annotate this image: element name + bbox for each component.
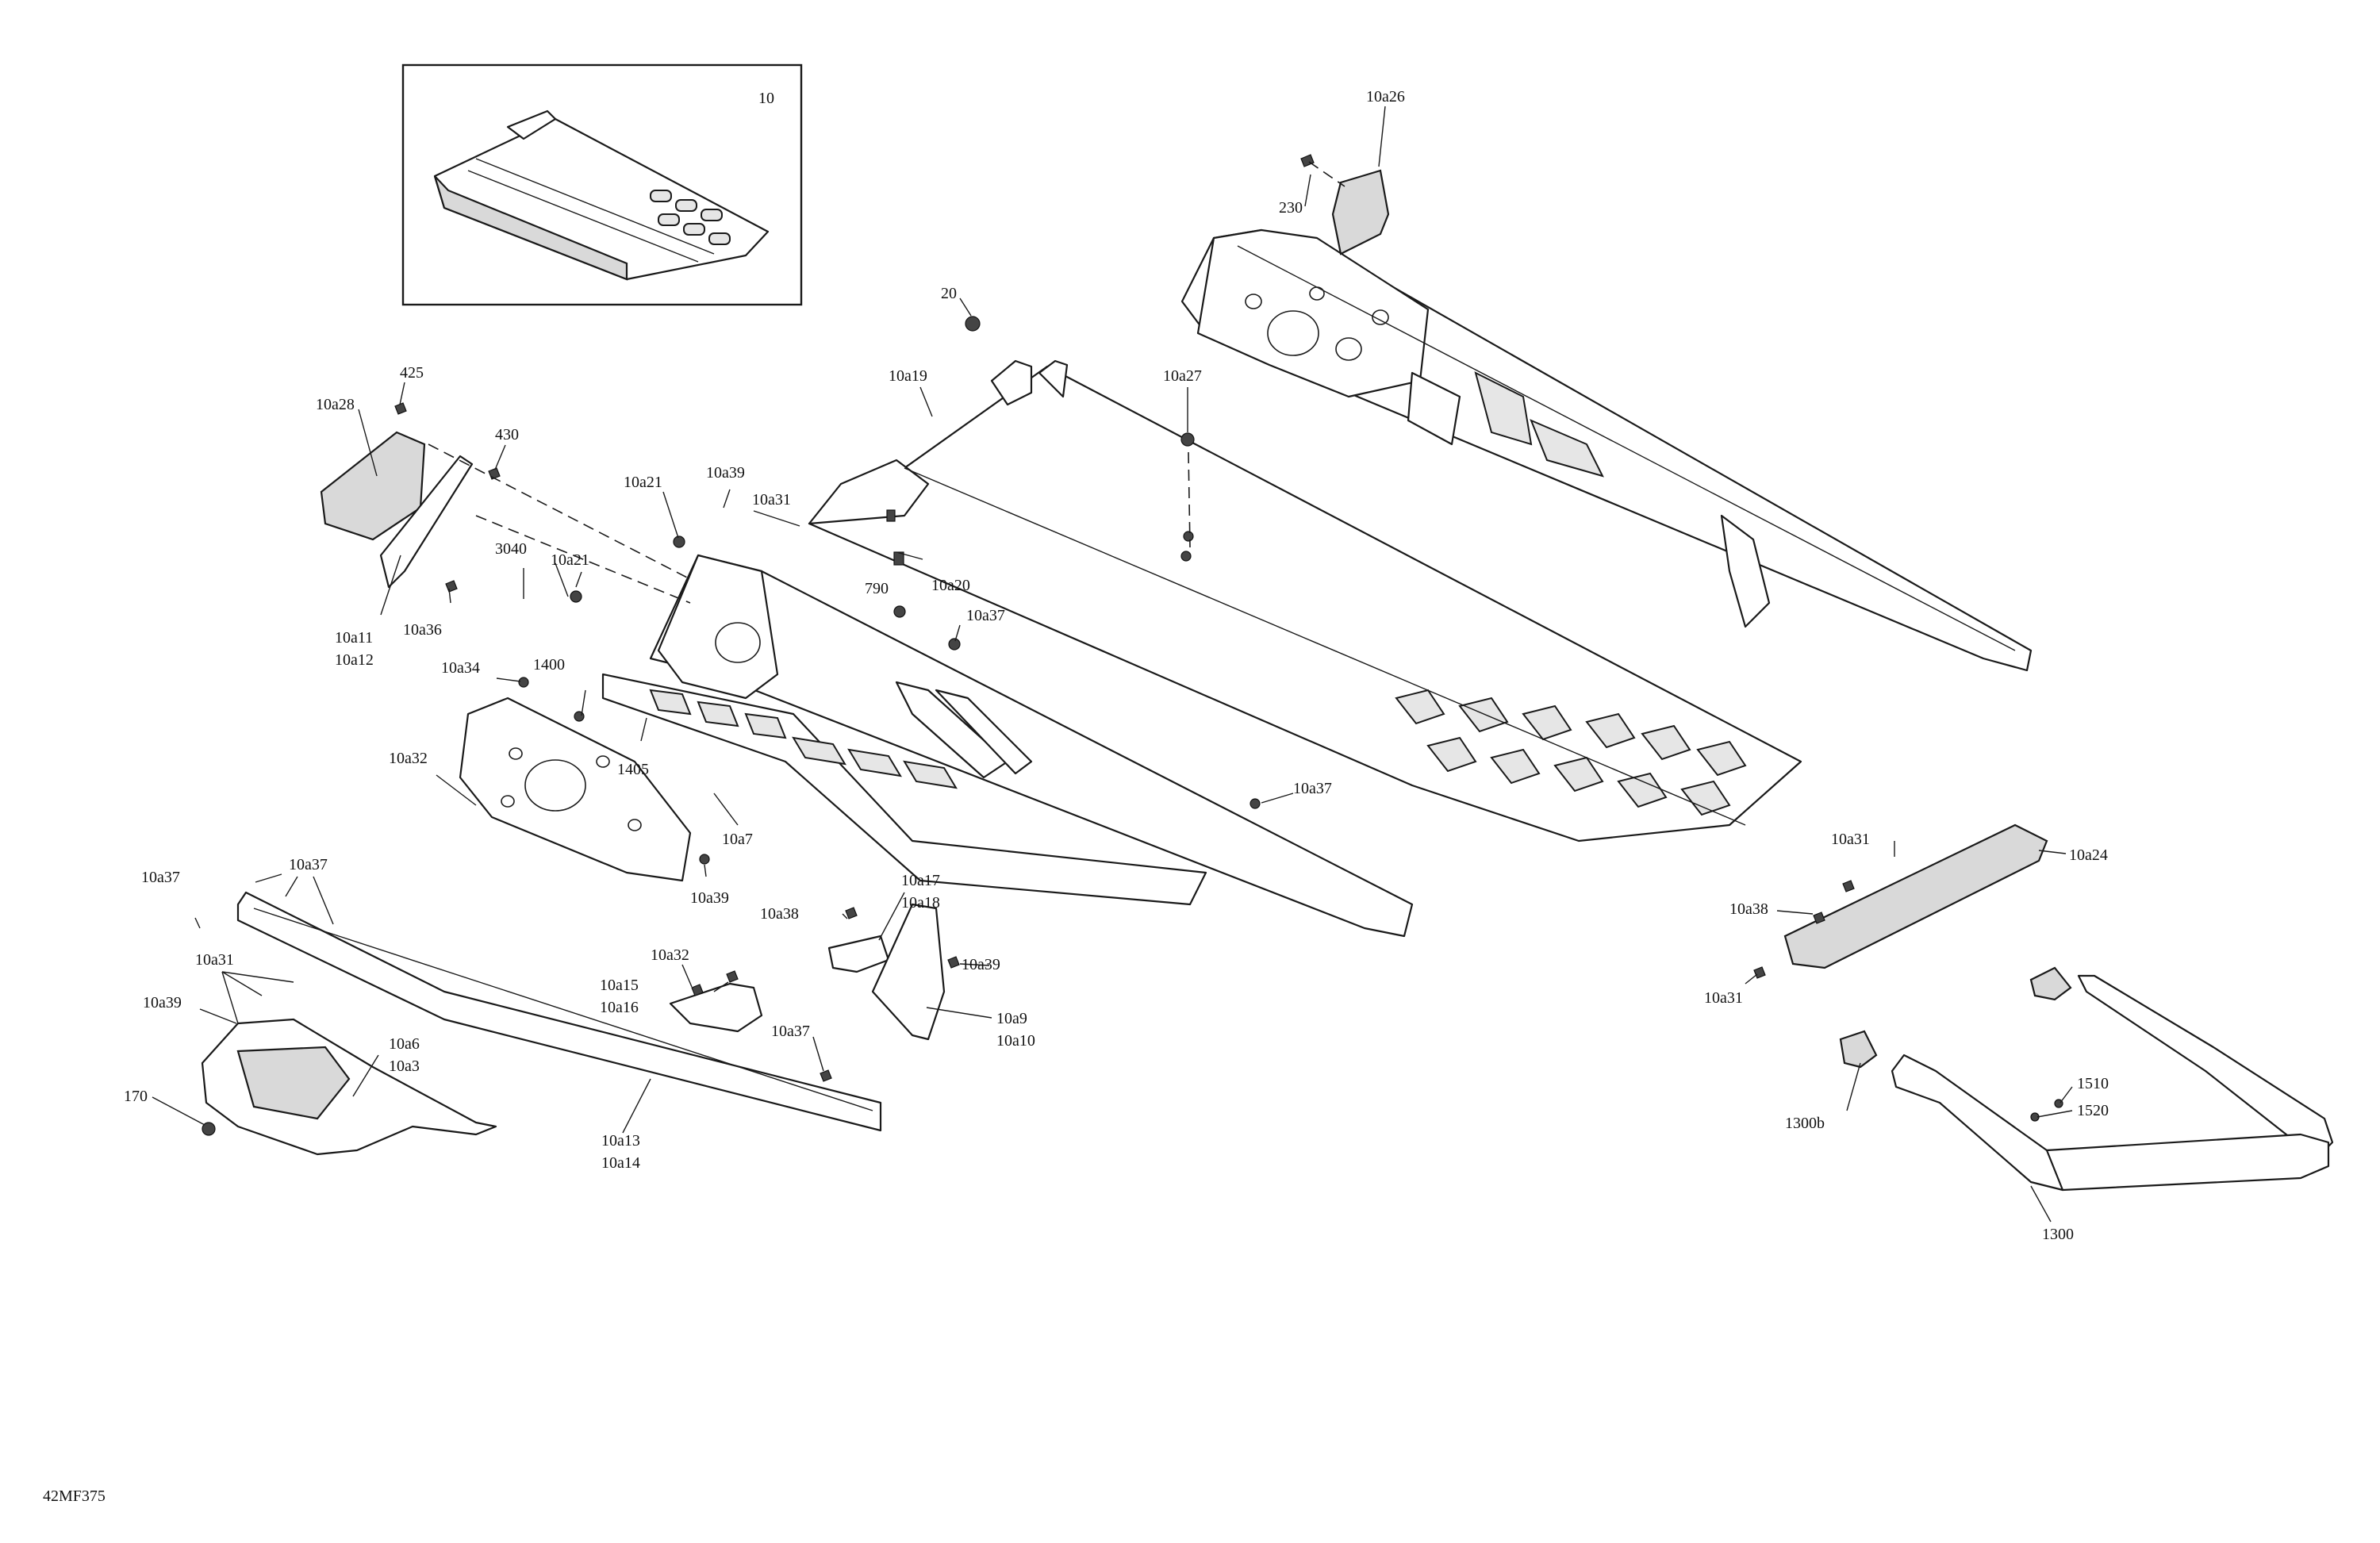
callout-label: 10a31 [752, 491, 791, 509]
callout-label: 10a6 [389, 1035, 420, 1053]
callout-label: 10a27 [1163, 367, 1202, 385]
document-code: 42MF375 [43, 1487, 106, 1505]
front-skid-strip [236, 891, 882, 1132]
callout-label: 10a20 [931, 577, 970, 594]
callout-label: 10a10 [996, 1032, 1035, 1050]
left-upper-brackets [320, 402, 691, 604]
callout-label: 10a37 [1293, 780, 1332, 797]
callout-label: 10a39 [690, 889, 729, 907]
center-small-brackets [669, 903, 960, 1082]
callout-label: 1300b [1785, 1115, 1825, 1132]
callout-label: 10a39 [706, 464, 745, 482]
callout-label: 10a38 [760, 905, 799, 923]
hardware-fasteners [518, 316, 1261, 865]
callout-label: 430 [495, 426, 519, 443]
callout-label: 10a7 [722, 831, 753, 848]
callout-label: 10a19 [889, 367, 927, 385]
callout-label: 10a11 [335, 629, 373, 647]
bracket-10a26 [1300, 154, 1390, 255]
callout-label: 10a14 [601, 1154, 640, 1172]
inset-label: 10 [758, 90, 774, 107]
callout-label: 10a26 [1366, 88, 1405, 106]
callout-label: 1405 [617, 761, 649, 778]
callout-labels: 10 10a26 230 20 10a19 10a27 425 10a28 43… [43, 88, 2109, 1505]
callout-label: 10a17 [901, 872, 940, 889]
callout-label: 425 [400, 364, 424, 382]
callout-label: 1510 [2077, 1075, 2109, 1092]
callout-label: 10a28 [316, 396, 355, 413]
callout-label: 10a21 [624, 474, 662, 491]
callout-label: 10a39 [962, 956, 1000, 973]
callout-label: 1400 [533, 656, 565, 674]
callout-label: 10a9 [996, 1010, 1027, 1027]
callout-label: 10a32 [389, 750, 428, 767]
callout-label: 10a37 [141, 869, 180, 886]
callout-label: 10a36 [403, 621, 442, 639]
callout-label: 10a39 [143, 994, 182, 1011]
callout-label: 10a3 [389, 1057, 420, 1075]
callout-label: 10a32 [651, 946, 689, 964]
callout-label: 790 [865, 580, 889, 597]
callout-label: 10a12 [335, 651, 374, 669]
callout-label: 230 [1279, 199, 1303, 217]
callout-label: 10a31 [1831, 831, 1870, 848]
tunnel-top-plate [808, 359, 1802, 843]
callout-label: 1520 [2077, 1102, 2109, 1119]
callout-label: 1300 [2042, 1226, 2074, 1243]
callout-label: 10a31 [195, 951, 234, 969]
callout-label: 10a37 [289, 856, 328, 873]
rear-cross-member [1753, 823, 2048, 979]
callout-label: 10a24 [2069, 846, 2108, 864]
left-gusset-plate [459, 697, 692, 882]
callout-label: 20 [941, 285, 957, 302]
inset-assembly-box [401, 63, 803, 306]
callout-label: 10a16 [600, 999, 639, 1016]
callout-label: 170 [124, 1088, 148, 1105]
callout-label: 10a37 [771, 1023, 810, 1040]
rear-bumper [1839, 966, 2334, 1192]
callout-label: 10a18 [901, 894, 940, 912]
callout-label: 10a13 [601, 1132, 640, 1150]
callout-label: 10a38 [1729, 900, 1768, 918]
callout-label: 10a37 [966, 607, 1005, 624]
front-skid-plate [201, 1018, 497, 1156]
left-side-rail [601, 554, 1414, 938]
callout-label: 10a15 [600, 977, 639, 994]
leader-lines [152, 106, 2073, 1223]
callout-label: 10a34 [441, 659, 480, 677]
callout-label: 10a21 [551, 551, 589, 569]
right-side-rail [1180, 228, 2033, 672]
callout-label: 10a31 [1704, 989, 1743, 1007]
callout-label: 3040 [495, 540, 527, 558]
